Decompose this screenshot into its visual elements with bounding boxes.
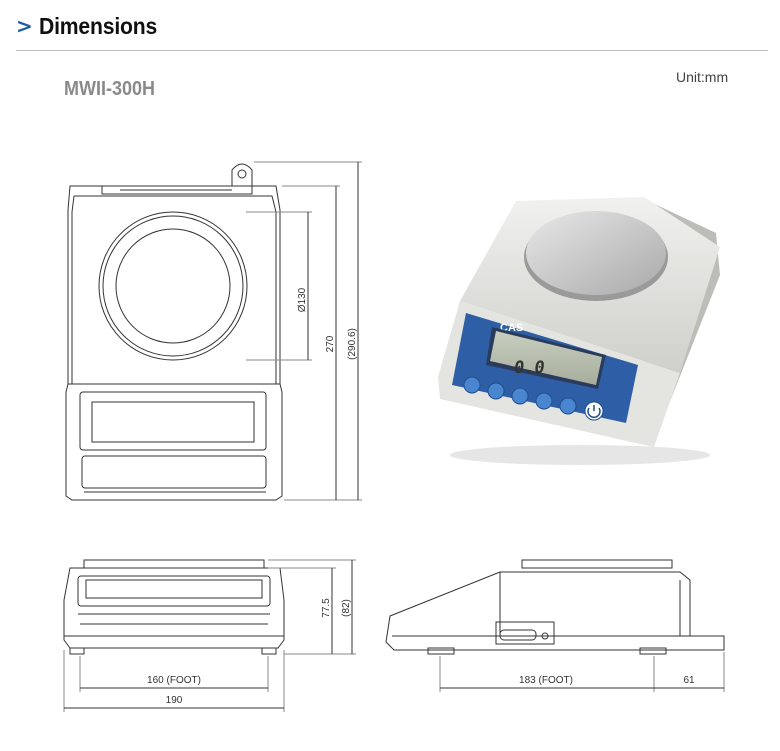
- power-icon: [587, 405, 601, 418]
- button-2: [487, 382, 505, 400]
- model-name: MWII-300H: [64, 78, 156, 100]
- side-view-drawing: [385, 559, 725, 655]
- button-3: [511, 387, 529, 405]
- chevron-right-icon: >: [16, 14, 33, 38]
- button-5: [559, 397, 577, 415]
- dim-pan-diameter: Ø130: [297, 287, 308, 312]
- top-view-dimensions: [246, 161, 362, 501]
- button-1: [463, 376, 481, 394]
- page-title: Dimensions: [38, 12, 157, 39]
- scale-product-image: CAS 0.0: [438, 197, 720, 465]
- dim-height-total: (82): [341, 599, 352, 617]
- unit-label: Unit:mm: [676, 69, 729, 85]
- front-view-drawing: [63, 559, 285, 655]
- dim-foot-depth: 183 (FOOT): [519, 675, 573, 686]
- dim-height: 77.5: [321, 598, 332, 618]
- dim-depth-total: (290.6): [347, 328, 358, 360]
- header-divider: [16, 50, 768, 51]
- top-view-drawing: [65, 163, 283, 501]
- front-view-dimensions: [63, 559, 356, 712]
- lcd-readout: 0.0: [513, 358, 547, 378]
- section-header: > Dimensions: [16, 8, 167, 44]
- dim-depth: 270: [325, 335, 336, 352]
- dim-width: 190: [166, 695, 183, 706]
- dim-foot-width: 160 (FOOT): [147, 675, 201, 686]
- button-4: [535, 392, 553, 410]
- dim-rear: 61: [683, 675, 695, 686]
- side-view-dimensions: [439, 652, 725, 692]
- button-row: [463, 376, 604, 421]
